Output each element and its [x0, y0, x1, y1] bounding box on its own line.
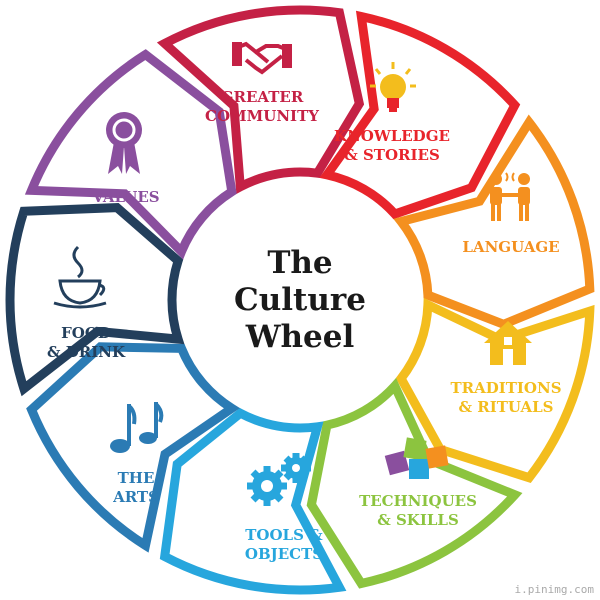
label-the-arts: THE ARTS [113, 469, 159, 506]
segment-techniques-skills [306, 377, 523, 589]
label-traditions-rituals: TRADITIONS & RITUALS [450, 379, 562, 416]
handshake-icon [232, 41, 292, 75]
lightbulb-icon [370, 62, 416, 112]
label-food-drink: FOOD & DRINK [46, 324, 126, 361]
label-knowledge-stories: KNOWLEDGE & STORIES [334, 127, 450, 164]
people-talking-icon [490, 172, 530, 221]
music-note-icon [110, 402, 164, 453]
segment-knowledge-stories [319, 10, 521, 220]
label-values: VALUES [92, 188, 160, 206]
title-line-1: The [267, 245, 333, 281]
gears-icon [247, 453, 311, 506]
segment-greater-community [156, 5, 365, 194]
house-icon [484, 321, 532, 365]
segment-language [393, 114, 595, 330]
label-greater-community: GREATER COMMUNITY [205, 88, 319, 125]
center-circle [188, 188, 412, 412]
title-line-2: Culture [234, 282, 366, 318]
award-ribbon-icon [106, 112, 142, 174]
watermark: i.pinimg.com [514, 583, 594, 596]
label-language: LANGUAGE [462, 238, 560, 256]
label-techniques-skills: TECHNIQUES & SKILLS [359, 492, 477, 529]
title-line-3: Wheel [245, 319, 355, 355]
puzzle-icon [384, 437, 449, 479]
label-tools-objects: TOOLS & OBJECTS [244, 526, 324, 563]
center-title: The Culture Wheel [234, 245, 366, 356]
segment-the-arts [26, 342, 240, 553]
coffee-cup-icon [53, 245, 107, 309]
segment-traditions-rituals [395, 297, 595, 483]
